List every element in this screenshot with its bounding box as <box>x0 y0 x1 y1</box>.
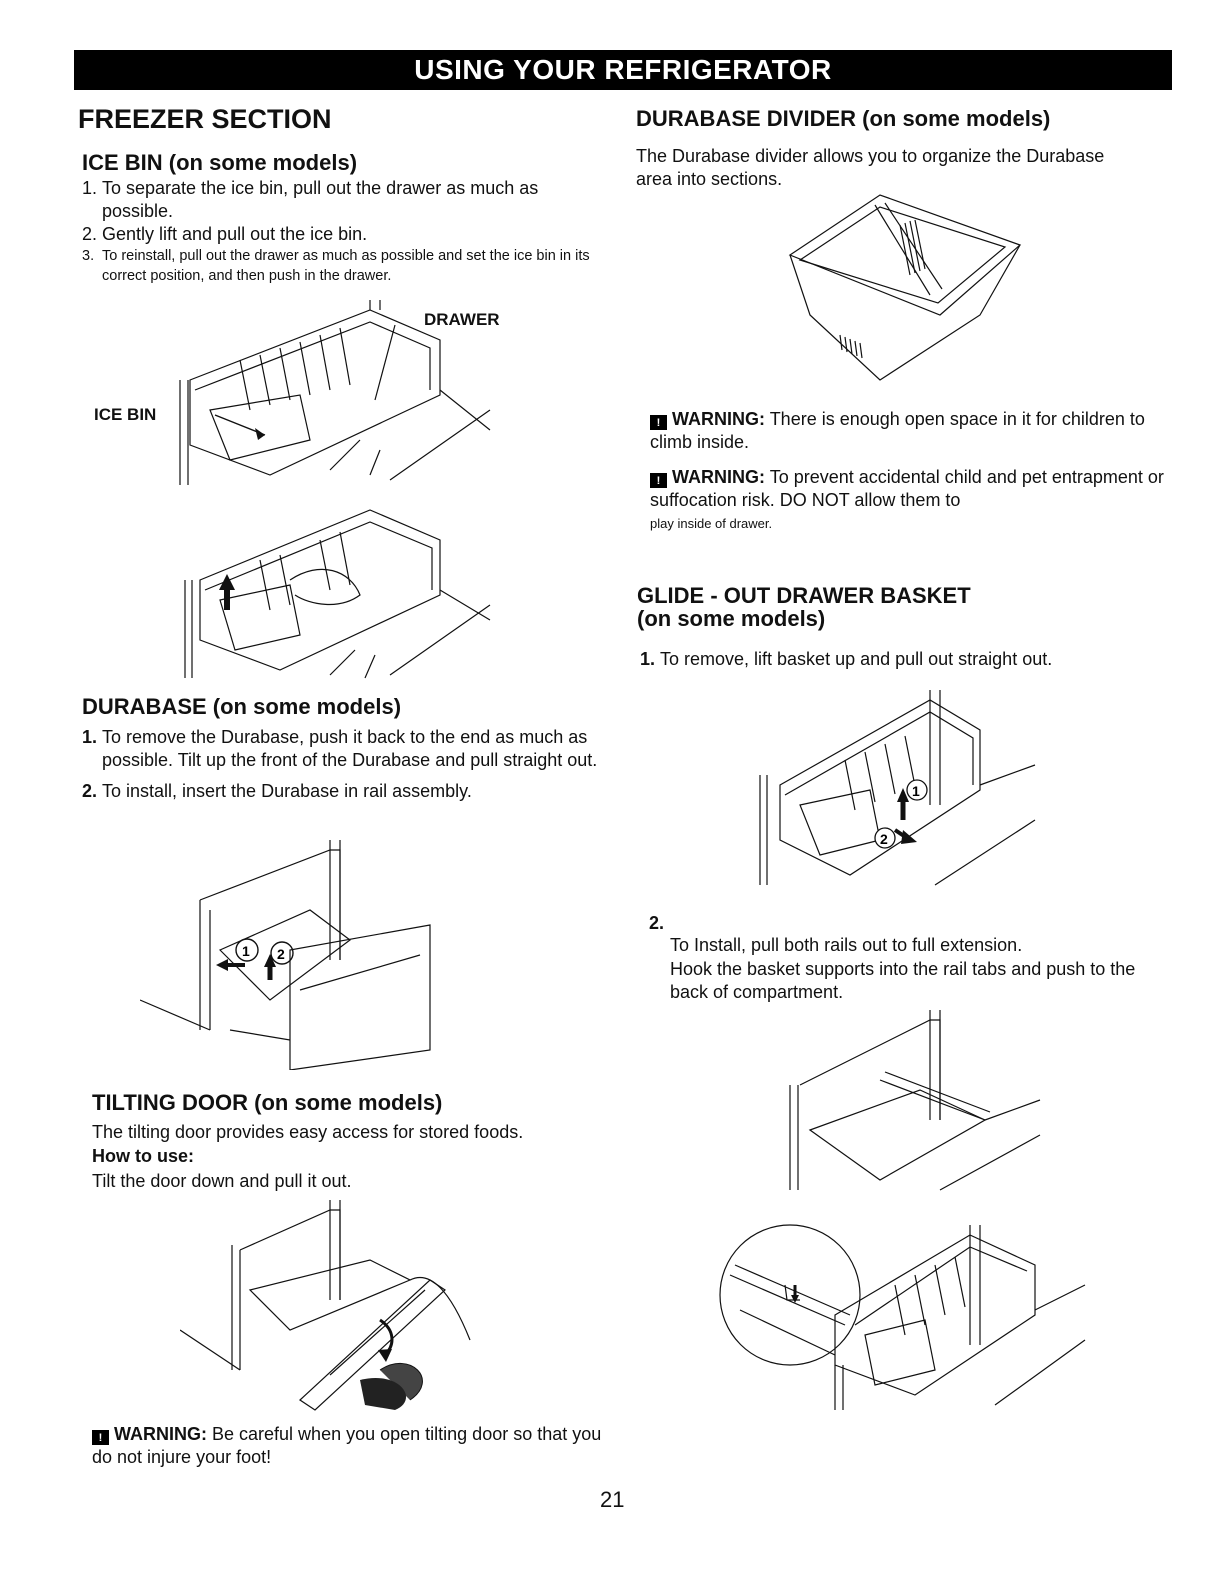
divider-warning-1: !WARNING: There is enough open space in … <box>650 409 1145 452</box>
glide-step-2-line-2: Hook the basket supports into the rail t… <box>670 959 1136 1002</box>
svg-text:2: 2 <box>277 946 285 962</box>
glide-step-2-number: 2. <box>649 913 665 933</box>
divider-warning-2-continued: play inside of drawer. <box>650 516 773 531</box>
tilting-door-text: The tilting door provides easy access fo… <box>92 1122 524 1142</box>
drawer-label: DRAWER <box>424 310 500 329</box>
list-item: 1.To remove the Durabase, push it back t… <box>82 727 598 770</box>
glide-step-2-line-1: To Install, pull both rails out to full … <box>670 935 1023 955</box>
svg-text:1: 1 <box>912 783 920 799</box>
page-number: 21 <box>600 1487 625 1512</box>
glide-step-1: 1.To remove, lift basket up and pull out… <box>640 649 1053 669</box>
list-item: 1.To separate the ice bin, pull out the … <box>82 178 539 221</box>
glide-basket-remove-illustration: 1 2 <box>745 690 1040 890</box>
durabase-steps: 1.To remove the Durabase, push it back t… <box>82 726 602 803</box>
how-to-use-label: How to use: <box>92 1146 194 1166</box>
durabase-divider-text: The Durabase divider allows you to organ… <box>636 146 1105 189</box>
ice-bin-label: ICE BIN <box>94 405 157 424</box>
tilting-door-illustration <box>180 1200 480 1415</box>
ice-bin-lift-illustration <box>170 500 500 680</box>
tilting-door-warning: !WARNING: Be careful when you open tilti… <box>92 1424 602 1467</box>
warning-icon: ! <box>650 415 667 430</box>
durabase-title: DURABASE (on some models) <box>82 694 402 719</box>
divider-warning-2: !WARNING: To prevent accidental child an… <box>650 466 1170 535</box>
glide-rails-extended-illustration <box>770 1010 1050 1195</box>
glide-out-title: GLIDE - OUT DRAWER BASKET <box>637 583 971 608</box>
glide-basket-hook-illustration <box>715 1215 1090 1410</box>
glide-out-subtitle: (on some models) <box>637 606 826 631</box>
ice-bin-steps: 1.To separate the ice bin, pull out the … <box>82 177 602 286</box>
list-item: 3.To reinstall, pull out the drawer as m… <box>82 248 590 284</box>
ice-bin-title: ICE BIN (on some models) <box>82 150 358 175</box>
tilting-door-title: TILTING DOOR (on some models) <box>92 1090 443 1115</box>
durabase-divider-illustration <box>780 185 1025 390</box>
how-to-use-text: Tilt the door down and pull it out. <box>92 1171 352 1191</box>
durabase-removal-illustration: 1 2 <box>140 840 450 1070</box>
list-item: 2.To install, insert the Durabase in rai… <box>82 781 472 801</box>
warning-icon: ! <box>92 1430 109 1445</box>
svg-text:1: 1 <box>242 943 250 959</box>
section-banner: USING YOUR REFRIGERATOR <box>74 50 1172 90</box>
svg-text:2: 2 <box>880 831 888 847</box>
warning-icon: ! <box>650 473 667 488</box>
ice-bin-drawer-illustration <box>140 300 500 490</box>
durabase-divider-title: DURABASE DIVIDER (on some models) <box>636 106 1051 131</box>
freezer-section-title: FREEZER SECTION <box>78 104 332 134</box>
list-item: 2.Gently lift and pull out the ice bin. <box>82 224 368 244</box>
